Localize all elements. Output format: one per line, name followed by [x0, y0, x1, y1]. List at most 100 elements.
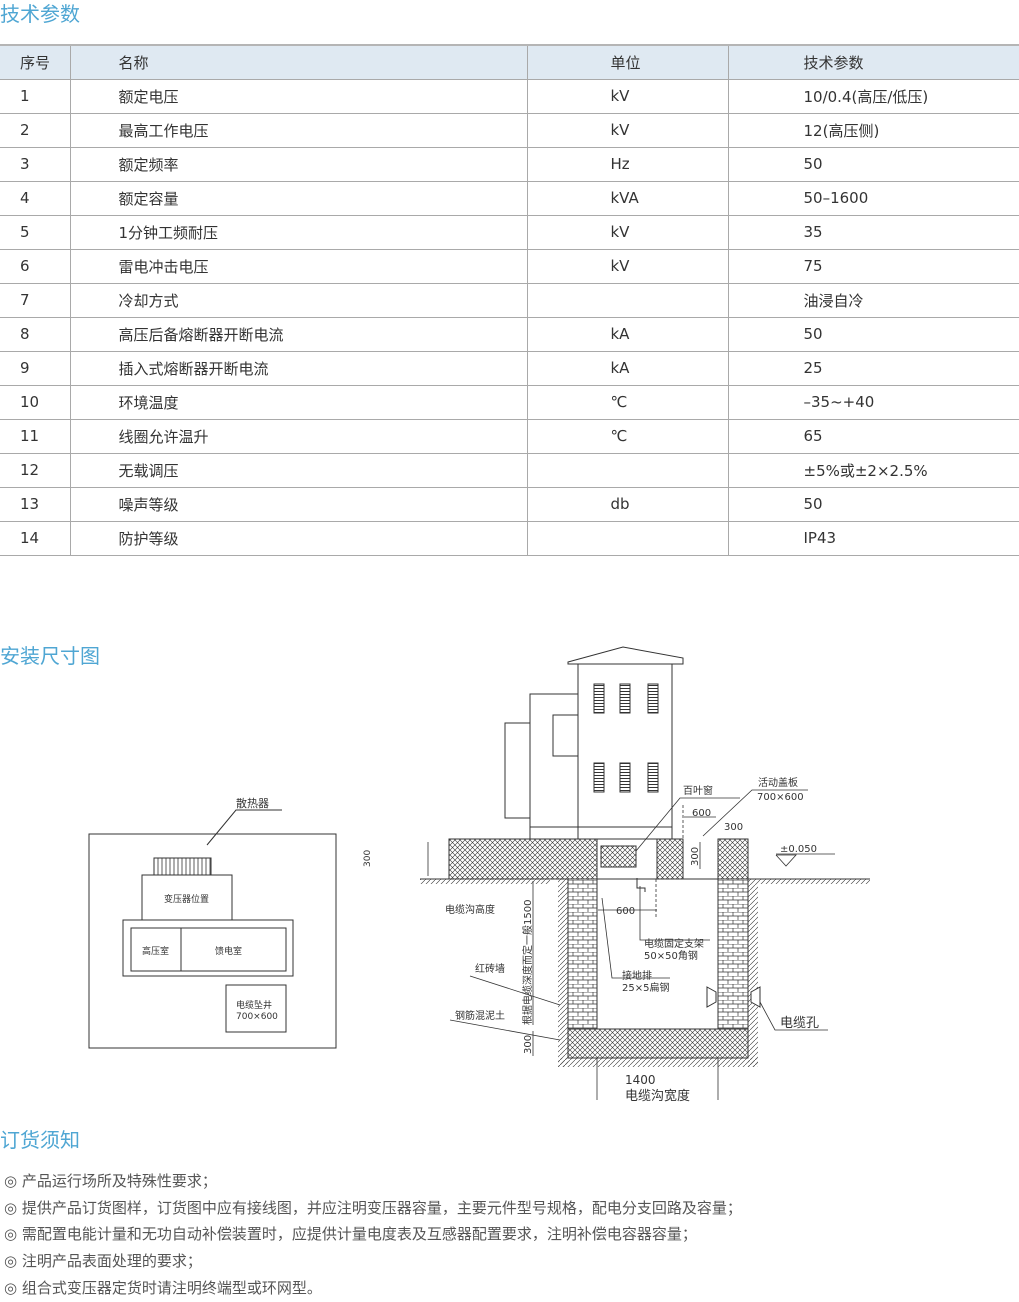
cell-value: 油浸自冷: [727, 283, 1019, 318]
cell-unit: ℃: [526, 385, 728, 420]
note-item: ◎ 注明产品表面处理的要求；: [4, 1252, 202, 1271]
cell-value: 50: [727, 487, 1019, 522]
label-width: 电缆沟宽度: [625, 1088, 690, 1104]
label-louver: 百叶窗: [683, 784, 713, 797]
cell-unit: kV: [526, 249, 728, 284]
cell-no: 10: [0, 385, 70, 420]
cell-value: IP43: [727, 521, 1019, 556]
cell-no: 4: [0, 181, 70, 216]
cell-no: 14: [0, 521, 70, 556]
note-item: ◎ 提供产品订货图样，订货图中应有接线图，并应注明变压器容量，主要元件型号规格，…: [4, 1198, 742, 1217]
header-unit: 单位: [526, 44, 728, 80]
cell-name: 无载调压: [69, 453, 527, 488]
cell-unit: db: [526, 487, 728, 522]
cell-unit: ℃: [526, 419, 728, 454]
cell-name: 插入式熔断器开断电流: [69, 351, 527, 386]
label-ground-bar: 接地排: [622, 969, 652, 982]
section-title-tech: 技术参数: [0, 2, 80, 26]
cell-value: 50: [727, 147, 1019, 182]
cell-name: 额定频率: [69, 147, 527, 182]
cell-value: 50–1600: [727, 181, 1019, 216]
label-plan-300: 300: [363, 850, 373, 867]
note-item: ◎ 组合式变压器定货时请注明终端型或环网型。: [4, 1278, 322, 1297]
cell-name: 雷电冲击电压: [69, 249, 527, 284]
cell-name: 额定电压: [69, 79, 527, 114]
cell-name: 防护等级: [69, 521, 527, 556]
label-cover-size: 700×600: [757, 792, 804, 803]
label-depth-note: 根据电缆深度而定一般1500: [521, 900, 534, 1025]
cell-name: 线圈允许温升: [69, 419, 527, 454]
label-hv-room: 高压室: [142, 945, 169, 957]
label-cover: 活动盖板: [758, 776, 798, 789]
cell-value: 10/0.4(高压/低压): [727, 79, 1019, 114]
dim-600-top: 600: [692, 808, 711, 819]
cell-value: 35: [727, 215, 1019, 250]
header-name: 名称: [69, 44, 527, 80]
cell-name: 1分钟工频耐压: [69, 215, 527, 250]
cell-name: 冷却方式: [69, 283, 527, 318]
cell-value: 65: [727, 419, 1019, 454]
cell-unit: [526, 521, 728, 556]
cell-no: 2: [0, 113, 70, 148]
table-header: 序号 名称 单位 技术参数: [0, 44, 1019, 80]
cell-no: 8: [0, 317, 70, 352]
label-brick: 红砖墙: [475, 962, 505, 975]
cell-no: 6: [0, 249, 70, 284]
cell-name: 噪声等级: [69, 487, 527, 522]
section-title-install: 安装尺寸图: [0, 644, 100, 668]
cell-no: 7: [0, 283, 70, 318]
dim-300-bottom: 300: [523, 1035, 534, 1054]
cell-no: 13: [0, 487, 70, 522]
dim-width: 1400: [625, 1073, 656, 1087]
cell-unit: kV: [526, 215, 728, 250]
cell-no: 9: [0, 351, 70, 386]
cell-unit: kV: [526, 79, 728, 114]
label-transformer: 变压器位置: [164, 893, 209, 905]
label-radiator: 散热器: [236, 796, 269, 810]
header-value: 技术参数: [727, 44, 1019, 80]
cell-value: ±5%或±2×2.5%: [727, 453, 1019, 488]
cell-unit: [526, 283, 728, 318]
cell-name: 额定容量: [69, 181, 527, 216]
dim-600-mid: 600: [616, 906, 635, 917]
label-trench-height: 电缆沟高度: [445, 903, 495, 916]
label-ground-bar-spec: 25×5扁钢: [622, 981, 669, 994]
note-item: ◎ 产品运行场所及特殊性要求；: [4, 1172, 217, 1190]
cell-no: 12: [0, 453, 70, 488]
cell-value: 50: [727, 317, 1019, 352]
cell-no: 1: [0, 79, 70, 114]
cell-unit: kA: [526, 351, 728, 386]
cell-unit: kA: [526, 317, 728, 352]
cell-value: 75: [727, 249, 1019, 284]
cell-unit: kV: [526, 113, 728, 148]
cell-value: –35~+40: [727, 385, 1019, 420]
label-cable-well-size: 700×600: [236, 1012, 278, 1022]
label-feed-room: 馈电室: [215, 945, 242, 957]
cell-unit: [526, 453, 728, 488]
cell-unit: Hz: [526, 147, 728, 182]
dim-300-slab: 300: [690, 847, 701, 866]
cell-no: 3: [0, 147, 70, 182]
header-no: 序号: [0, 44, 70, 80]
label-concrete: 钢筋混泥土: [455, 1009, 505, 1022]
level-mark: ±0.050: [780, 844, 817, 855]
label-cable-hole: 电缆孔: [780, 1015, 819, 1031]
label-bracket: 电缆固定支架: [644, 937, 704, 950]
label-cable-well: 电缆坠井: [236, 999, 272, 1011]
cell-name: 高压后备熔断器开断电流: [69, 317, 527, 352]
